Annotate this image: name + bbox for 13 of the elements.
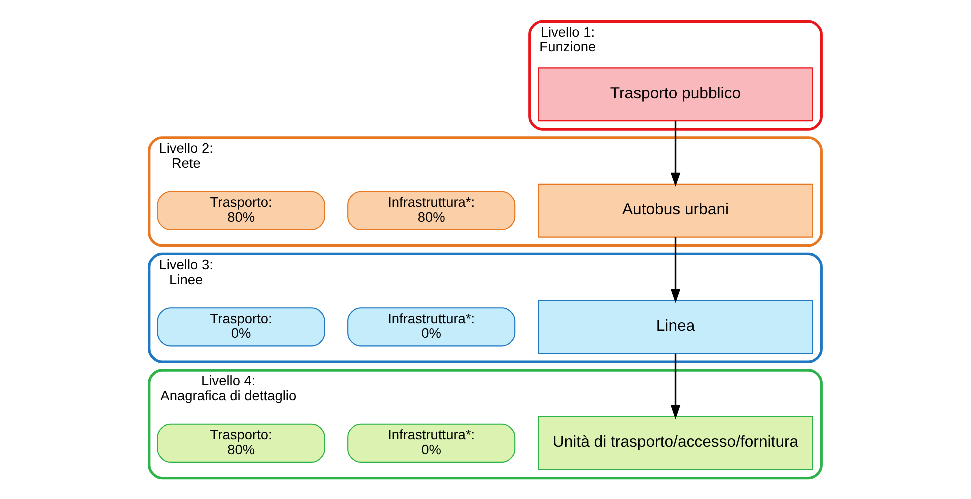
node-box: Linea	[538, 300, 814, 354]
node-box: Trasporto: 80%	[157, 423, 326, 462]
arrow	[670, 237, 681, 303]
arrow	[670, 353, 681, 419]
node-box: Trasporto pubblico	[538, 67, 814, 122]
node-box: Trasporto: 0%	[157, 307, 326, 346]
arrow	[670, 120, 681, 186]
node-box: Unità di trasporto/accesso/fornitura	[538, 416, 814, 470]
node-box: Autobus urbani	[538, 183, 814, 238]
node-box: Infrastruttura*: 0%	[348, 307, 516, 346]
node-box: Trasporto: 80%	[157, 190, 326, 230]
node-box: Infrastruttura*: 80%	[348, 190, 516, 230]
node-box: Infrastruttura*: 0%	[348, 423, 516, 462]
